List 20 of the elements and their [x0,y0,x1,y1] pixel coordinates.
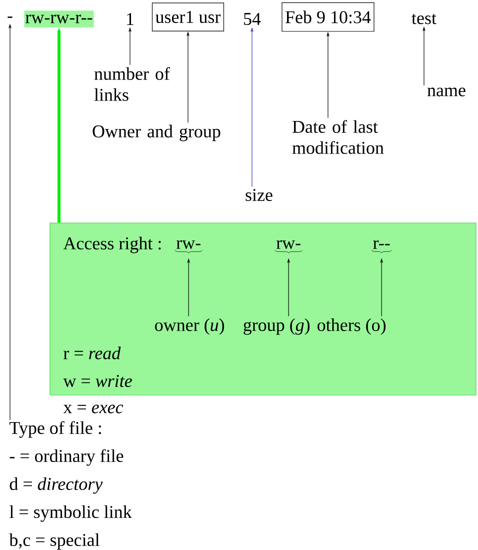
file-type-char: - [8,16,12,18]
date-box: Feb 9 10:34 [282,2,374,32]
caption: number of links [94,67,170,101]
permission-triplet: rw- [276,240,300,249]
legend-line: x = exec [63,404,124,414]
class-label: others (o) [318,318,386,335]
size-value: 54 [244,13,261,26]
caption: Owner and group [92,124,220,142]
file-name: test [412,14,436,24]
permission-string: rw-rw-r-- [24,10,94,28]
permission-triplet: rw- [176,240,200,249]
owner-group-box: user1 usr [152,2,224,32]
file-type-legend: Type of file : - = ordinary file d = directory l = symbolic link b,c = special [9,421,132,550]
caption: name [427,88,466,96]
caption: Date of last modification [292,120,384,154]
permission-triplet: r-- [373,240,390,249]
class-label: group (g) [244,318,310,335]
caption: size [246,188,272,202]
link-count: 1 [127,13,134,25]
class-label: owner (u) [155,318,224,335]
